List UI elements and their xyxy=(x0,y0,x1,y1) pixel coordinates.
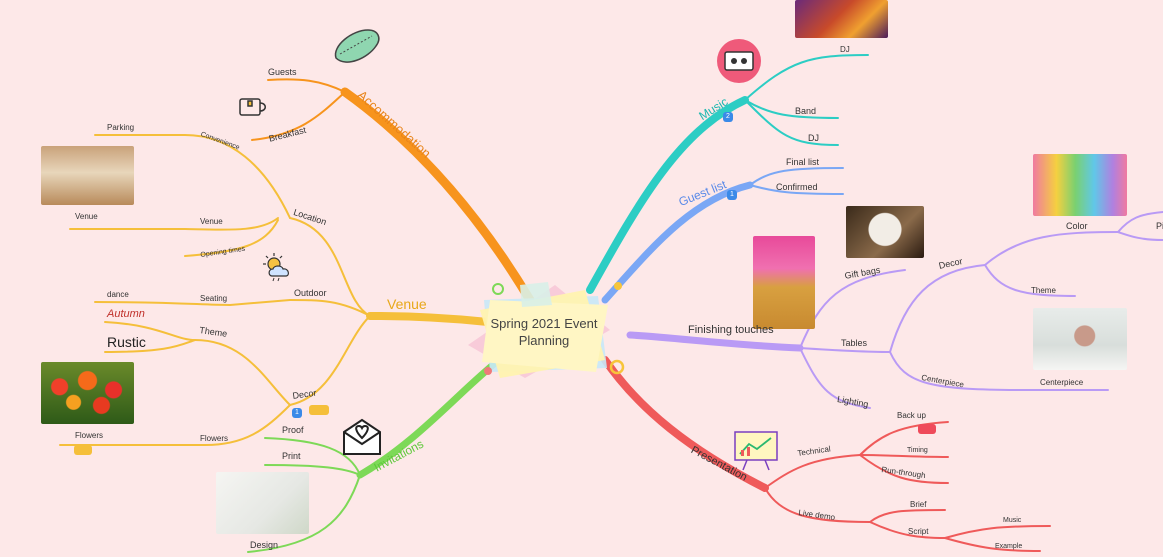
task-badge-icon[interactable] xyxy=(918,424,936,434)
tables-node[interactable]: Tables xyxy=(841,338,868,348)
guests-node[interactable]: Guests xyxy=(268,67,297,77)
central-topic-line1: Spring 2021 Event xyxy=(490,316,598,331)
branch-venue xyxy=(366,312,492,326)
parking-node[interactable]: Parking xyxy=(107,123,135,132)
binder-clips-photo xyxy=(216,472,309,534)
sleep-mask-icon xyxy=(334,29,380,63)
centerpiece-leaf-node[interactable]: Centerpiece xyxy=(1040,378,1084,387)
dj-node-1[interactable]: DJ xyxy=(840,45,850,54)
note-badge-icon[interactable]: 1 xyxy=(292,408,302,418)
band-node[interactable]: Band xyxy=(795,106,817,116)
music-presentation-node[interactable]: Music xyxy=(1003,517,1022,524)
coffee-cup-icon xyxy=(239,98,266,116)
dance-node[interactable]: dance xyxy=(107,290,129,299)
gift-bag-photo xyxy=(846,206,924,258)
outdoor-node[interactable]: Outdoor xyxy=(294,288,327,298)
tulips-photo xyxy=(41,362,134,424)
attachment-badge-icon[interactable] xyxy=(309,405,329,415)
banquet-hall-photo xyxy=(41,146,134,205)
timing-node[interactable]: Timing xyxy=(907,447,928,454)
central-topic-line2: Planning xyxy=(518,333,570,348)
concert-lights-photo xyxy=(795,0,888,38)
color-node[interactable]: Color xyxy=(1066,221,1088,231)
colored-smoke-photo xyxy=(1033,154,1127,216)
design-node[interactable]: Design xyxy=(250,540,279,550)
back-up-node[interactable]: Back up xyxy=(897,411,926,420)
color-leaf-node[interactable]: Pi xyxy=(1156,221,1163,231)
flowers-leaf-node[interactable]: Flowers xyxy=(75,431,104,440)
venue-leaf-node[interactable]: Venue xyxy=(75,212,98,221)
finishing-touches-topic[interactable]: Finishing touches xyxy=(688,324,774,336)
table-centerpiece-photo xyxy=(1033,308,1127,370)
venue-topic[interactable]: Venue xyxy=(387,296,427,312)
cassette-icon xyxy=(717,39,761,83)
confirmed-node[interactable]: Confirmed xyxy=(776,182,818,192)
branch-accommodation xyxy=(340,87,535,305)
rustic-node[interactable]: Rustic xyxy=(107,334,146,350)
note-badge-icon-music[interactable]: 2 xyxy=(723,112,733,122)
theme-finishing-node[interactable]: Theme xyxy=(1031,286,1056,295)
print-node[interactable]: Print xyxy=(282,451,301,461)
seating-node[interactable]: Seating xyxy=(200,294,228,303)
script-node[interactable]: Script xyxy=(908,527,929,536)
branch-music xyxy=(586,96,749,294)
sun-cloud-icon xyxy=(263,253,289,282)
chart-board-icon xyxy=(734,431,778,471)
central-topic[interactable]: Spring 2021 Event Planning xyxy=(488,315,600,349)
branch-presentation xyxy=(601,356,769,492)
proof-node[interactable]: Proof xyxy=(282,425,304,435)
brief-node[interactable]: Brief xyxy=(910,500,927,509)
central-topic-shape xyxy=(468,282,610,378)
dj-node-2[interactable]: DJ xyxy=(808,133,819,143)
example-node[interactable]: Example xyxy=(995,543,1023,550)
envelope-heart-icon xyxy=(343,418,381,455)
venue-sub-node[interactable]: Venue xyxy=(200,217,223,226)
glitter-photo xyxy=(753,236,815,329)
autumn-node[interactable]: Autumn xyxy=(107,308,145,320)
note-badge-icon-guest-list[interactable]: 1 xyxy=(727,190,737,200)
attachment-badge-icon-2[interactable] xyxy=(74,445,92,455)
branch-finishing-touches xyxy=(626,331,804,352)
final-list-node[interactable]: Final list xyxy=(786,157,820,167)
flowers-sub-node[interactable]: Flowers xyxy=(200,434,229,443)
branch-guest-list xyxy=(601,181,754,304)
